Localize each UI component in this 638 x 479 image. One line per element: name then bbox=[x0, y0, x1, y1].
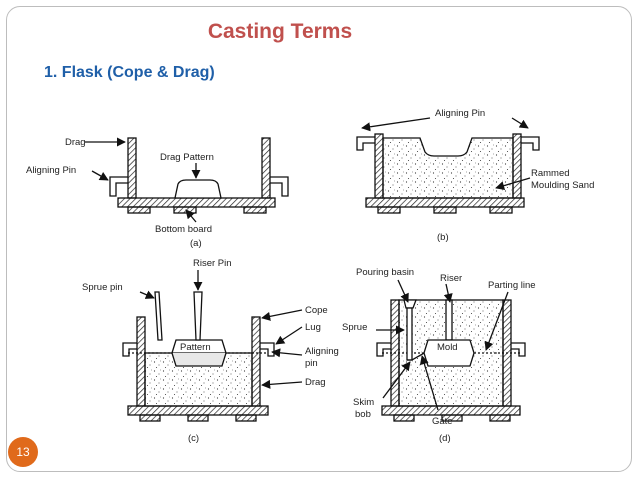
label-d-skim: Skim bbox=[353, 397, 374, 408]
label-c-riser-pin: Riser Pin bbox=[193, 258, 232, 269]
label-c-cope: Cope bbox=[305, 305, 328, 316]
label-b-moulding-sand: Moulding Sand bbox=[531, 180, 594, 191]
label-d-parting-line: Parting line bbox=[488, 280, 536, 291]
label-d-bob: bob bbox=[355, 409, 371, 420]
label-b-aligning-pin: Aligning Pin bbox=[435, 108, 485, 119]
label-d-riser: Riser bbox=[440, 273, 462, 284]
figure-a bbox=[85, 137, 289, 223]
caption-c: (c) bbox=[188, 433, 199, 444]
label-a-drag-pattern: Drag Pattern bbox=[160, 152, 214, 163]
label-a-bottom-board: Bottom board bbox=[155, 224, 212, 235]
label-a-drag: Drag bbox=[65, 137, 86, 148]
page-number-badge: 13 bbox=[8, 437, 38, 467]
label-c-aligning: Aligning bbox=[305, 346, 339, 357]
label-c-lug: Lug bbox=[305, 322, 321, 333]
caption-b: (b) bbox=[437, 232, 449, 243]
caption-d: (d) bbox=[439, 433, 451, 444]
figure-d bbox=[376, 279, 526, 422]
label-d-pouring-basin: Pouring basin bbox=[356, 267, 414, 278]
label-d-gate: Gate bbox=[432, 416, 453, 427]
slide-title: Casting Terms bbox=[207, 20, 353, 43]
label-c-drag: Drag bbox=[305, 377, 326, 388]
label-a-aligning-pin: Aligning Pin bbox=[26, 165, 76, 176]
figure-c bbox=[122, 270, 303, 422]
label-c-sprue-pin: Sprue pin bbox=[82, 282, 123, 293]
figure-b bbox=[356, 117, 540, 214]
label-c-pin: pin bbox=[305, 358, 318, 369]
slide-frame bbox=[6, 6, 632, 472]
slide-subtitle: 1. Flask (Cope & Drag) bbox=[44, 64, 215, 81]
label-b-rammed: Rammed bbox=[531, 168, 570, 179]
caption-a: (a) bbox=[190, 238, 202, 249]
label-d-sprue: Sprue bbox=[342, 322, 367, 333]
label-c-pattern: Pattern bbox=[180, 342, 211, 353]
label-d-mold: Mold bbox=[437, 342, 458, 353]
